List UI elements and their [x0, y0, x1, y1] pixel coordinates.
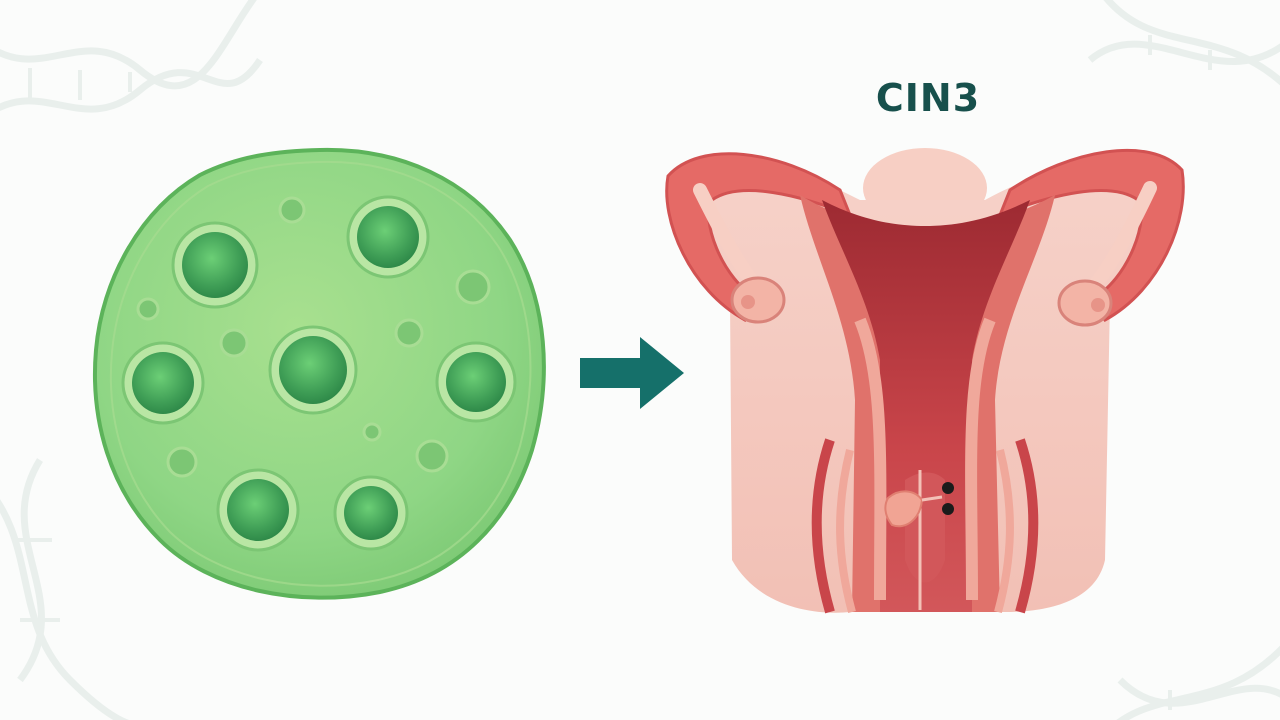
dna-helix-icon — [0, 0, 263, 113]
nucleus — [171, 221, 259, 309]
ovary-left — [730, 276, 786, 324]
ovary-right — [1057, 279, 1113, 327]
nucleus — [268, 325, 358, 415]
nucleus — [121, 341, 205, 425]
uterus-illustration — [665, 148, 1185, 614]
lesion-dot — [942, 482, 954, 494]
nucleus — [333, 475, 409, 551]
vesicle — [136, 196, 491, 478]
dna-helix-icon — [1116, 645, 1280, 720]
nucleus — [346, 195, 430, 279]
nucleus — [216, 468, 300, 552]
abnormal-cell — [92, 147, 546, 600]
arrow-right-icon — [580, 337, 684, 409]
dna-helix-icon — [1087, 0, 1280, 86]
nucleus — [435, 341, 517, 423]
lesion-marker — [884, 490, 924, 528]
lesion-dot — [942, 503, 954, 515]
dna-helix-icon — [0, 458, 130, 720]
uterine-cavity — [822, 200, 1030, 612]
stage-label: CIN3 — [875, 76, 981, 120]
